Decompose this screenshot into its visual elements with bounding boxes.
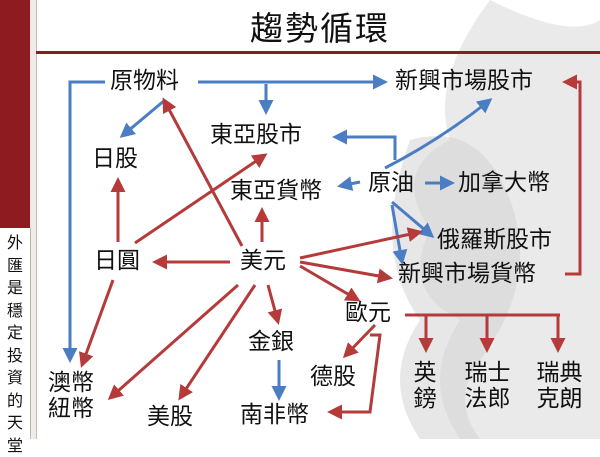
node-chf: 瑞士法郎 — [464, 360, 511, 413]
arrow-jpy-to-aud — [79, 279, 115, 368]
arrow-usd-to-aud — [107, 283, 239, 400]
node-jpy: 日圓 — [94, 248, 140, 274]
arrow-usd-to-russia — [299, 227, 423, 260]
arrow-eur-to-de-stocks — [342, 323, 377, 359]
node-jp-stocks: 日股 — [92, 146, 138, 172]
node-us-stocks: 美股 — [147, 404, 193, 430]
arrow-usd-to-eur — [299, 264, 361, 302]
node-raw-materials: 原物料 — [110, 68, 179, 94]
node-aud-nzd: 澳幣紐幣 — [48, 370, 94, 423]
page-title: 趨勢循環 — [250, 9, 390, 48]
arrow-usd-to-emerging-fx — [299, 260, 393, 284]
node-oil: 原油 — [368, 170, 414, 196]
arrow-oil-to-emerging-fx — [390, 204, 408, 265]
decorative-brush-figure — [392, 0, 600, 439]
arrow-usd-to-us-stocks — [178, 284, 257, 401]
node-russia-stocks: 俄羅斯股市 — [437, 227, 552, 253]
arrow-oil-to-east-asia-fx — [337, 176, 361, 192]
trend-arrows — [62, 74, 582, 420]
node-sek: 瑞典克朗 — [536, 360, 583, 413]
node-east-asia-stocks: 東亞股市 — [210, 122, 302, 148]
arrow-oil-to-east-asia-stocks — [332, 129, 397, 160]
node-gbp: 英鎊 — [413, 360, 437, 413]
arrow-eur-to-zar — [327, 333, 382, 420]
node-emerging-fx: 新興市場貨幣 — [398, 261, 536, 287]
arrow-jpy-to-east-asia — [134, 153, 268, 245]
title-rule — [36, 51, 600, 54]
sidebar-tab — [0, 228, 31, 439]
node-zar: 南非幣 — [240, 402, 309, 428]
arrow-oil-to-russia — [391, 200, 435, 238]
node-emerging-stocks: 新興市場股市 — [395, 68, 533, 94]
node-cad: 加拿大幣 — [458, 170, 550, 196]
arrow-raw-to-aud — [62, 80, 105, 363]
node-gold-silver: 金銀 — [248, 329, 294, 355]
node-east-asia-fx: 東亞貨幣 — [230, 178, 322, 204]
arrow-usd-to-raw — [162, 97, 244, 247]
node-usd: 美元 — [240, 248, 286, 274]
node-de-stocks: 德股 — [310, 364, 356, 390]
node-eur: 歐元 — [345, 300, 391, 326]
arrow-oil-to-emerging-stocks — [384, 98, 493, 170]
arrow-raw-to-jp-stocks — [119, 98, 166, 138]
arrow-usd-to-gold — [266, 284, 283, 325]
arrow-emerging-fx-to-emerging-stocks — [562, 74, 582, 276]
sidebar-stripe — [30, 0, 37, 439]
